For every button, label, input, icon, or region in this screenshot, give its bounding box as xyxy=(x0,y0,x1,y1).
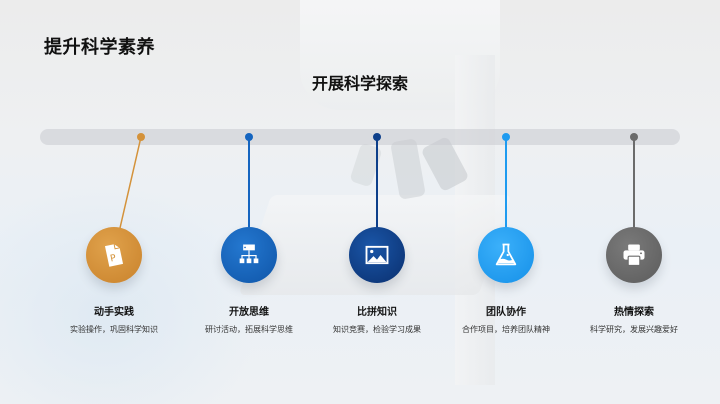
milestone-description: 实验操作，巩固科学知识 xyxy=(70,325,158,334)
milestone-description: 研讨活动，拓展科学思维 xyxy=(205,325,293,334)
milestone-description: 科学研究，发展兴趣爱好 xyxy=(590,325,678,334)
timeline-bar xyxy=(40,129,680,145)
milestone-circle[interactable] xyxy=(349,227,405,283)
milestone-circle[interactable] xyxy=(606,227,662,283)
milestone-description: 合作项目，培养团队精神 xyxy=(462,325,550,334)
section-subtitle: 开展科学探索 xyxy=(311,74,408,93)
connector-line xyxy=(505,137,507,229)
milestone-label: 热情探索 xyxy=(614,307,654,318)
connector-line xyxy=(376,137,378,229)
page-title: 提升科学素养 xyxy=(44,37,155,58)
milestone-label: 开放思维 xyxy=(229,307,269,318)
svg-text:P: P xyxy=(109,253,117,265)
milestone-circle[interactable] xyxy=(478,227,534,283)
milestone-description: 知识竞赛，检验学习成果 xyxy=(333,325,421,334)
connector-line xyxy=(633,137,635,229)
org-chart-icon xyxy=(239,244,259,264)
milestone-label: 团队协作 xyxy=(486,307,526,318)
image-icon xyxy=(365,245,389,265)
milestone-label: 比拼知识 xyxy=(357,307,397,318)
milestone-circle[interactable] xyxy=(221,227,277,283)
printer-icon xyxy=(623,244,645,267)
connector-line xyxy=(248,137,250,229)
milestone-circle[interactable]: P xyxy=(86,227,142,283)
flask-icon xyxy=(495,243,517,266)
milestone-label: 动手实践 xyxy=(94,307,134,318)
ppt-file-icon: P xyxy=(104,244,124,267)
